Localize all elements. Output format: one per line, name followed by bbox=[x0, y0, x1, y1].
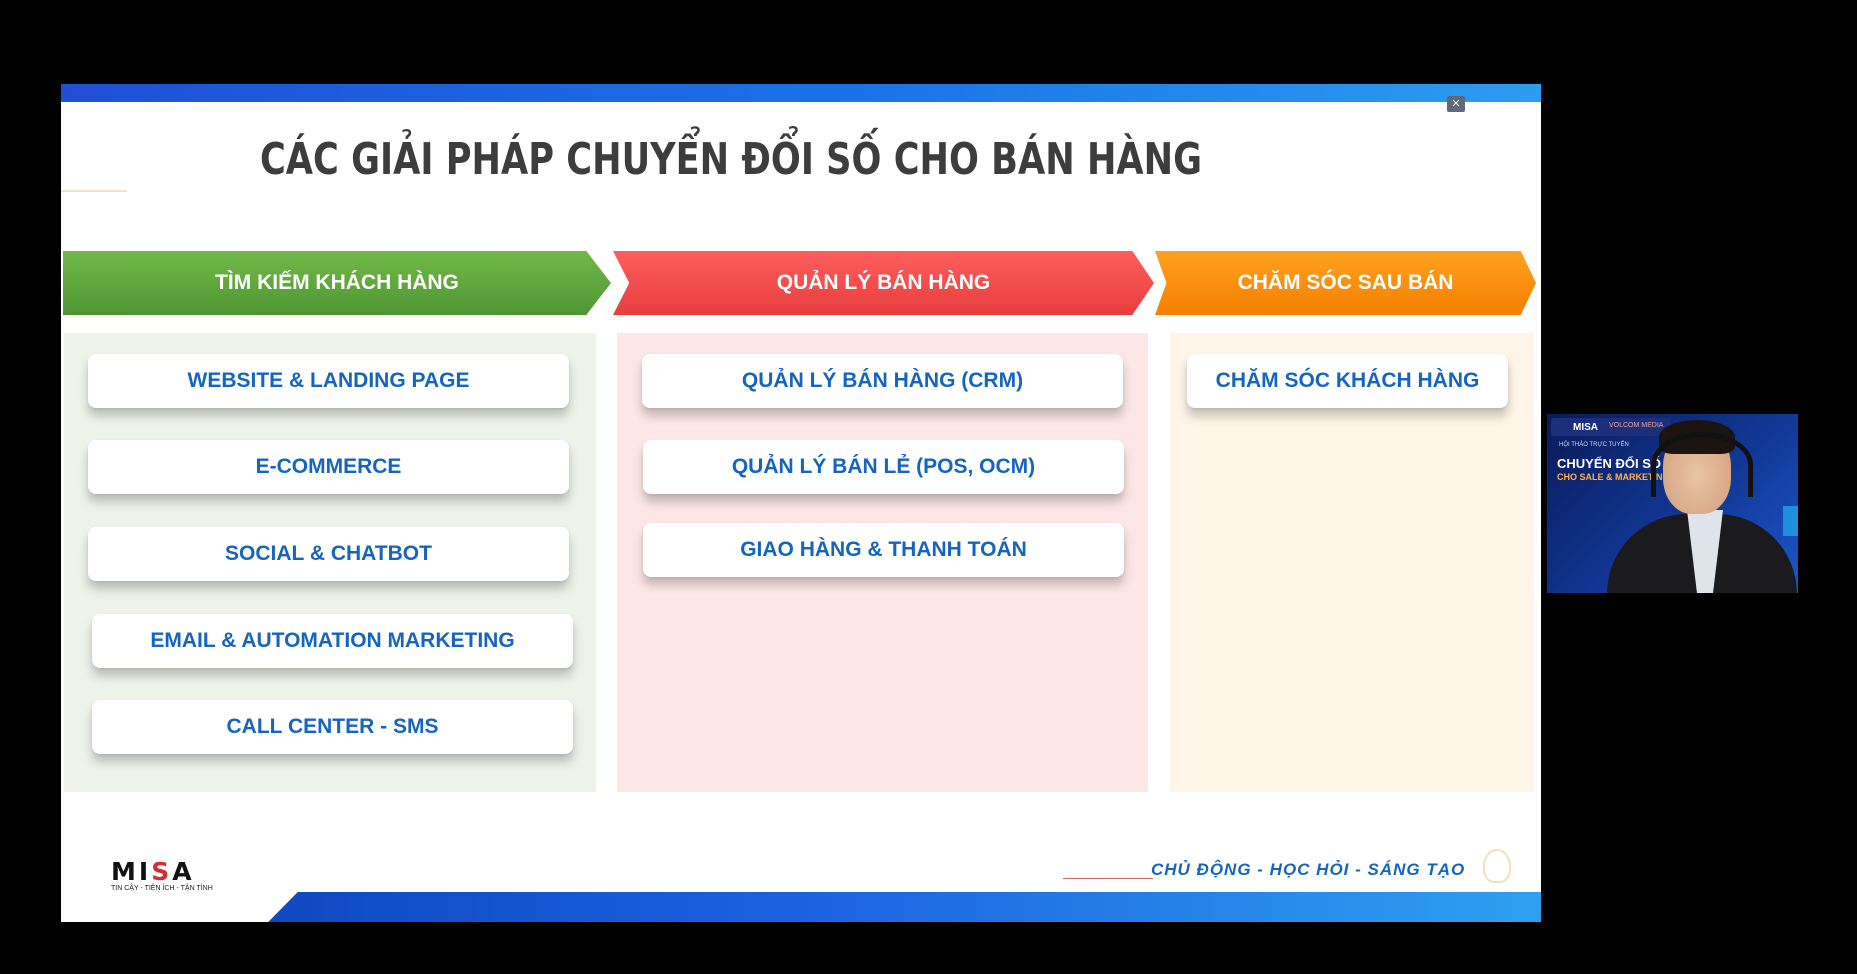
webcam-banner-logo: MISA bbox=[1573, 422, 1598, 433]
header-find-customers: TÌM KIẾM KHÁCH HÀNG bbox=[63, 251, 611, 315]
webcam-title: CHUYỂN ĐỔI SỐ bbox=[1557, 456, 1662, 471]
lightbulb-icon bbox=[1483, 849, 1511, 883]
column-background-after-sales bbox=[1170, 333, 1534, 792]
headset-icon bbox=[1651, 432, 1753, 497]
slogan-text: CHỦ ĐỘNG - HỌC HỎI - SÁNG TẠO bbox=[1151, 860, 1466, 879]
header-after-sales: CHĂM SÓC SAU BÁN bbox=[1155, 251, 1536, 315]
card-pos-ocm: QUẢN LÝ BÁN LẺ (POS, OCM) bbox=[643, 440, 1124, 494]
header-sales-management: QUẢN LÝ BÁN HÀNG bbox=[613, 251, 1154, 315]
card-website-landing-page: WEBSITE & LANDING PAGE bbox=[88, 354, 569, 408]
presentation-slide: ✕ CÁC GIẢI PHÁP CHUYỂN ĐỔI SỐ CHO BÁN HÀ… bbox=[61, 84, 1541, 922]
card-delivery-payment: GIAO HÀNG & THANH TOÁN bbox=[643, 523, 1124, 577]
slide-bottom-bar bbox=[268, 892, 1541, 922]
webcam-video: MISA VOLCOM MEDIA HỘI THẢO TRỰC TUYẾN CH… bbox=[1547, 414, 1798, 593]
exit-fullscreen-icon[interactable]: ✕ bbox=[1447, 96, 1465, 112]
decorative-line bbox=[61, 190, 127, 192]
card-crm: QUẢN LÝ BÁN HÀNG (CRM) bbox=[642, 354, 1123, 408]
webcam-banner-partner: VOLCOM MEDIA bbox=[1609, 422, 1664, 429]
webcam-subtitle: CHO SALE & MARKETING bbox=[1557, 472, 1670, 482]
slide-title: CÁC GIẢI PHÁP CHUYỂN ĐỔI SỐ CHO BÁN HÀNG bbox=[259, 134, 1203, 185]
card-customer-care: CHĂM SÓC KHÁCH HÀNG bbox=[1187, 354, 1508, 408]
webcam-small-text: HỘI THẢO TRỰC TUYẾN bbox=[1559, 442, 1629, 448]
card-email-automation: EMAIL & AUTOMATION MARKETING bbox=[92, 614, 573, 668]
card-call-center-sms: CALL CENTER - SMS bbox=[92, 700, 573, 754]
card-e-commerce: E-COMMERCE bbox=[88, 440, 569, 494]
webcam-banner: MISA VOLCOM MEDIA bbox=[1551, 418, 1671, 436]
slide-top-bar bbox=[61, 84, 1541, 102]
logo-wordmark: MISA bbox=[111, 857, 195, 886]
slogan-line bbox=[1063, 878, 1153, 879]
logo-tagline: TIN CẬY - TIỆN ÍCH - TẬN TÌNH bbox=[111, 885, 213, 892]
webcam-accent bbox=[1783, 506, 1798, 536]
misa-logo: MISA TIN CẬY - TIỆN ÍCH - TẬN TÌNH bbox=[111, 859, 221, 899]
card-social-chatbot: SOCIAL & CHATBOT bbox=[88, 527, 569, 581]
